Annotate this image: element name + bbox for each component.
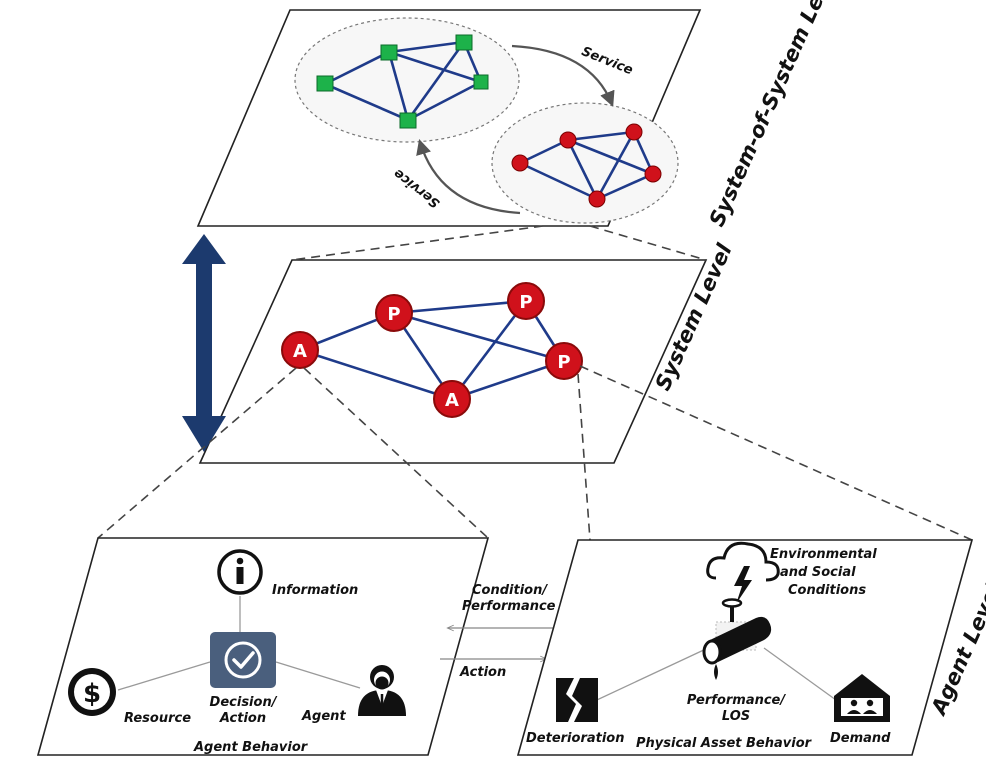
resource-label: Resource [124,711,191,726]
svg-text:P: P [557,352,570,373]
environmental-label-line1: Environmental [770,547,877,562]
environmental-label-line2: and Social [780,565,856,580]
pipe-valve-icon [702,598,772,680]
double-arrow-icon [182,234,226,452]
dashed-connector [579,365,973,541]
agent-person-icon [358,665,406,716]
svg-text:A: A [293,341,307,362]
information-label: Information [272,583,358,598]
condition-performance-line1: Condition/ [472,583,548,598]
demand-label: Demand [830,731,891,746]
deterioration-label: Deterioration [526,731,624,746]
performance-label-line1: Performance/ [687,693,787,708]
dashed-connector [291,225,544,261]
decision-check-icon [210,632,276,688]
dashed-connector [577,373,591,541]
svg-text:$: $ [83,679,101,709]
service-arrow-top [511,44,615,107]
sos-level-label: System-of-System Level [705,0,843,230]
svg-text:A: A [445,390,459,411]
system-node-p2: P [507,282,545,320]
red-node [559,131,577,149]
green-node [399,112,417,129]
green-node [473,74,489,90]
green-network [316,34,489,129]
decision-label-line2: Action [219,711,266,726]
environmental-label-line3: Conditions [788,583,866,598]
information-icon [217,549,263,595]
svg-text:P: P [519,292,532,313]
system-network: A P P P A [281,282,583,418]
agent-label: Agent [301,709,346,724]
decision-label-line1: Decision/ [210,695,278,710]
physical-asset-title: Physical Asset Behavior [636,736,813,751]
storm-cloud-icon [706,541,780,604]
red-network [511,123,662,208]
condition-performance-line2: Performance [462,599,556,614]
demand-house-icon [834,674,890,722]
dollar-icon: $ [68,668,116,716]
deterioration-icon [556,678,598,722]
green-node [455,34,473,51]
system-plane [198,259,708,464]
red-node [588,190,606,208]
green-node [316,75,334,92]
dashed-connector [97,367,297,539]
system-node-a1: A [281,331,319,369]
dashed-connector [589,225,707,261]
red-node [644,165,662,183]
performance-label-line2: LOS [722,709,750,724]
system-node-a2: A [433,380,471,418]
system-node-p1: P [375,294,413,332]
red-node [511,154,529,172]
service-arrow-bottom [416,139,521,215]
system-node-p3: P [545,342,583,380]
agent-behavior-title: Agent Behavior [193,740,309,755]
svg-text:P: P [387,304,400,325]
green-node [380,44,398,61]
dashed-connector [303,367,489,539]
action-label: Action [459,665,506,680]
red-node [625,123,643,141]
